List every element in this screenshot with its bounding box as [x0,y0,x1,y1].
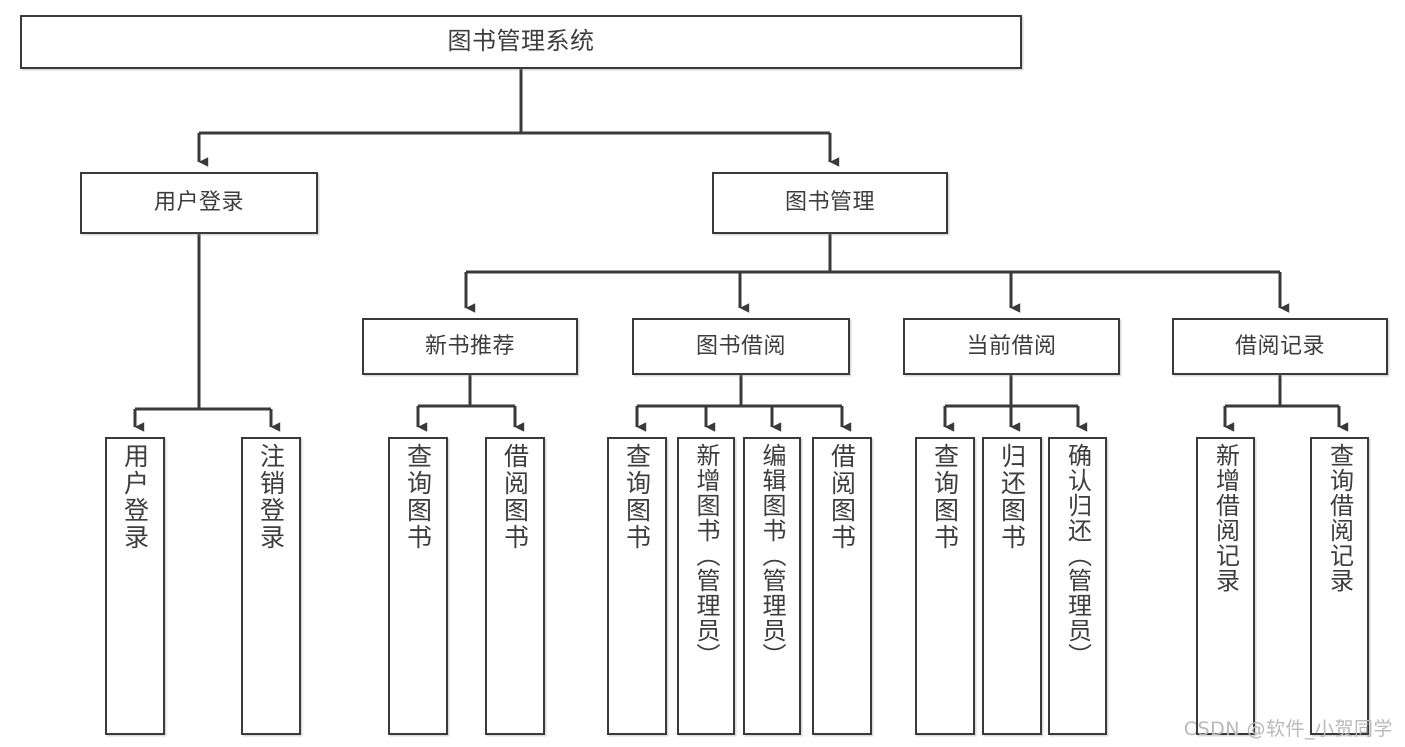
node-label: 新书推荐 [424,333,515,359]
node-label: 注销登录 [256,443,286,551]
node-label: 当前借阅 [966,333,1057,359]
node-book-management[interactable]: 图书管理 [712,172,948,234]
leaf-records-add-record[interactable]: 新增借阅记录 [1196,437,1255,735]
leaf-borrow-borrow-book[interactable]: 借阅图书 [812,437,872,735]
node-label: 新增借阅记录 [1211,443,1240,593]
node-label: 用户登录 [120,443,150,551]
node-new-book-recommend[interactable]: 新书推荐 [362,318,578,375]
node-label: 查询借阅记录 [1325,443,1354,593]
node-label: 归还图书 [997,443,1027,551]
node-book-borrow[interactable]: 图书借阅 [632,318,850,375]
node-label: 编辑图书（管理员） [758,443,786,668]
node-user-login[interactable]: 用户登录 [80,172,318,234]
node-label: 查询图书 [403,443,433,551]
leaf-recommend-query-book[interactable]: 查询图书 [388,437,448,735]
node-label: 图书管理 [784,190,875,216]
leaf-user-login-login[interactable]: 用户登录 [105,437,165,735]
node-root-system[interactable]: 图书管理系统 [20,15,1022,69]
node-label: 借阅图书 [500,443,530,551]
leaf-borrow-add-book-admin[interactable]: 新增图书（管理员） [677,437,735,735]
leaf-borrow-edit-book-admin[interactable]: 编辑图书（管理员） [743,437,801,735]
leaf-current-query-book[interactable]: 查询图书 [915,437,975,735]
node-borrow-records[interactable]: 借阅记录 [1172,318,1388,375]
leaf-borrow-query-book[interactable]: 查询图书 [607,437,667,735]
node-label: 图书管理系统 [447,27,595,56]
node-label: 图书借阅 [695,333,786,359]
node-label: 查询图书 [930,443,960,551]
node-label: 借阅图书 [827,443,857,551]
node-label: 查询图书 [622,443,652,551]
leaf-records-query-record[interactable]: 查询借阅记录 [1310,437,1369,735]
csdn-watermark: CSDN @软件_小贺同学 [1183,718,1393,740]
node-label: 用户登录 [153,190,244,216]
node-current-borrow[interactable]: 当前借阅 [903,318,1120,375]
leaf-user-login-logout[interactable]: 注销登录 [241,437,301,735]
leaf-current-return-book[interactable]: 归还图书 [982,437,1042,735]
node-label: 借阅记录 [1234,333,1325,359]
node-label: 确认归还（管理员） [1063,443,1092,668]
leaf-current-confirm-return-admin[interactable]: 确认归还（管理员） [1048,437,1107,735]
node-label: 新增图书（管理员） [692,443,720,668]
leaf-recommend-borrow-book[interactable]: 借阅图书 [485,437,545,735]
